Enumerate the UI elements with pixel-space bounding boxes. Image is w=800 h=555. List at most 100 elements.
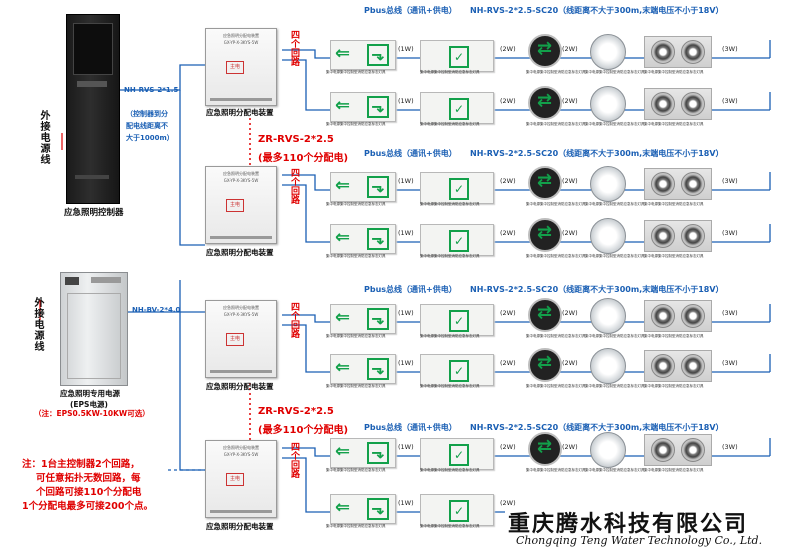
- downlight: [590, 298, 626, 334]
- twin-head-lamp: [644, 168, 712, 200]
- bus-cable-1: NH-RVS-2*2.5-SC20（线距离不大于300m,末端电压不小于18V）: [470, 6, 724, 15]
- running-man-icon: ✓: [449, 230, 469, 252]
- power-2w-sign: (2W): [500, 229, 516, 237]
- box4-loops: 四个回路: [289, 442, 299, 478]
- arrow-left-icon: ⇐: [335, 175, 351, 196]
- running-man-icon: ✓: [449, 444, 469, 466]
- floor-indicator: ⇄: [528, 166, 562, 200]
- twin-head-lamp: [644, 300, 712, 332]
- arrow-left-icon: ⇐: [335, 497, 351, 518]
- exit-sign-arrow: ⇐⬎: [330, 494, 396, 524]
- device-caption: 集中电源集中控制型消防应急标志灯具: [585, 468, 645, 472]
- exit-sign-door: ✓: [420, 438, 494, 470]
- wire-controller-box1: [118, 64, 205, 91]
- exit-sign-arrow: ⇐⬎: [330, 354, 396, 384]
- cable-zr-note-1: (最多110个分配电): [258, 153, 349, 164]
- bus-label-1: Pbus总线（通讯+供电）: [364, 6, 457, 15]
- power-1w: (1W): [398, 309, 414, 317]
- exit-door-icon: ⬎: [367, 228, 389, 250]
- running-man-icon: ✓: [449, 310, 469, 332]
- bus-label-4: Pbus总线（通讯+供电）: [364, 423, 457, 432]
- device-caption: 集中电源集中控制型消防应急标志灯具: [526, 122, 586, 126]
- direction-icon: ⇄: [537, 38, 553, 59]
- power-3w: (3W): [722, 359, 738, 367]
- power-2w-lamp: (2W): [562, 45, 578, 53]
- power-1w: (1W): [398, 359, 414, 367]
- exit-door-icon: ⬎: [367, 442, 389, 464]
- device-caption: 集中电源集中控制型消防应急标志灯具: [326, 122, 386, 126]
- exit-sign-door: ✓: [420, 494, 494, 526]
- device-caption: 集中电源集中控制型消防应急标志灯具: [420, 334, 480, 338]
- company-name-cn: 重庆腾水科技有限公司: [508, 512, 749, 537]
- device-caption: 集中电源集中控制型消防应急标志灯具: [526, 70, 586, 74]
- distribution-box-1: 应急照明分配电装置 GX-YP-X-3KYS-5W 主电: [205, 28, 277, 106]
- floor-indicator: ⇄: [528, 34, 562, 68]
- device-row: ⇐⬎(1W)✓(2W)集中电源集中控制型消防应急标志灯具集中电源集中控制型消防应…: [0, 34, 800, 76]
- direction-icon: ⇄: [537, 436, 553, 457]
- running-man-icon: ✓: [449, 500, 469, 522]
- power-1w: (1W): [398, 97, 414, 105]
- cable-bv40-label: NH-BV-2*4.0: [132, 306, 181, 314]
- floor-indicator: ⇄: [528, 432, 562, 466]
- eps-cabinet: [60, 272, 128, 386]
- power-3w: (3W): [722, 97, 738, 105]
- device-caption: 集中电源集中控制型消防应急标志灯具: [420, 122, 480, 126]
- cable-zr-label-1: ZR-RVS-2*2.5: [258, 134, 334, 145]
- device-caption: 集中电源集中控制型消防应急标志灯具: [420, 468, 480, 472]
- power-2w-sign: (2W): [500, 177, 516, 185]
- device-caption: 集中电源集中控制型消防应急标志灯具: [526, 384, 586, 388]
- power-2w-sign: (2W): [500, 443, 516, 451]
- device-caption: 集中电源集中控制型消防应急标志灯具: [644, 70, 704, 74]
- distribution-box-3: 应急照明分配电装置 GX-YP-X-3KYS-5W 主电: [205, 300, 277, 378]
- controller-external-power: 外接电源线: [38, 110, 49, 165]
- twin-head-lamp: [644, 36, 712, 68]
- bus-cable-3: NH-RVS-2*2.5-SC20（线距离不大于300m,末端电压不小于18V）: [470, 285, 724, 294]
- power-2w-lamp: (2W): [562, 177, 578, 185]
- twin-head-lamp: [644, 434, 712, 466]
- device-caption: 集中电源集中控制型消防应急标志灯具: [644, 468, 704, 472]
- eps-external-power: 外接电源线: [32, 297, 43, 352]
- box2-caption: 应急照明分配电装置: [206, 248, 274, 257]
- device-caption: 集中电源集中控制型消防应急标志灯具: [585, 384, 645, 388]
- power-3w: (3W): [722, 443, 738, 451]
- device-caption: 集中电源集中控制型消防应急标志灯具: [326, 202, 386, 206]
- box1-loops: 四个回路: [289, 30, 299, 66]
- controller-cabinet: [66, 14, 120, 204]
- twin-head-lamp: [644, 88, 712, 120]
- direction-icon: ⇄: [537, 222, 553, 243]
- exit-sign-arrow: ⇐⬎: [330, 438, 396, 468]
- exit-door-icon: ⬎: [367, 498, 389, 520]
- exit-door-icon: ⬎: [367, 96, 389, 118]
- device-row: ⇐⬎(1W)✓(2W)集中电源集中控制型消防应急标志灯具集中电源集中控制型消防应…: [0, 298, 800, 340]
- arrow-left-icon: ⇐: [335, 441, 351, 462]
- downlight: [590, 218, 626, 254]
- exit-sign-arrow: ⇐⬎: [330, 92, 396, 122]
- eps-option-note: （注：EPS0.5KW-10KW可选）: [34, 409, 150, 418]
- running-man-icon: ✓: [449, 98, 469, 120]
- device-caption: 集中电源集中控制型消防应急标志灯具: [585, 122, 645, 126]
- power-2w-sign: (2W): [500, 499, 516, 507]
- device-caption: 集中电源集中控制型消防应急标志灯具: [644, 202, 704, 206]
- power-1w: (1W): [398, 443, 414, 451]
- cable-zr-label-2: ZR-RVS-2*2.5: [258, 406, 334, 417]
- power-2w-lamp: (2W): [562, 443, 578, 451]
- twin-head-lamp: [644, 220, 712, 252]
- arrow-left-icon: ⇐: [335, 307, 351, 328]
- device-caption: 集中电源集中控制型消防应急标志灯具: [326, 334, 386, 338]
- device-row: ⇐⬎(1W)✓(2W)集中电源集中控制型消防应急标志灯具集中电源集中控制型消防应…: [0, 86, 800, 128]
- power-3w: (3W): [722, 229, 738, 237]
- device-caption: 集中电源集中控制型消防应急标志灯具: [420, 524, 480, 528]
- arrow-left-icon: ⇐: [335, 227, 351, 248]
- device-caption: 集中电源集中控制型消防应急标志灯具: [326, 384, 386, 388]
- power-2w-lamp: (2W): [562, 97, 578, 105]
- floor-indicator: ⇄: [528, 348, 562, 382]
- downlight: [590, 432, 626, 468]
- controller-caption: 应急照明控制器: [64, 208, 124, 218]
- device-caption: 集中电源集中控制型消防应急标志灯具: [585, 202, 645, 206]
- exit-door-icon: ⬎: [367, 308, 389, 330]
- device-caption: 集中电源集中控制型消防应急标志灯具: [585, 70, 645, 74]
- bus-cable-4: NH-RVS-2*2.5-SC20（线距离不大于300m,末端电压不小于18V）: [470, 423, 724, 432]
- exit-sign-door: ✓: [420, 92, 494, 124]
- power-1w: (1W): [398, 45, 414, 53]
- power-1w: (1W): [398, 499, 414, 507]
